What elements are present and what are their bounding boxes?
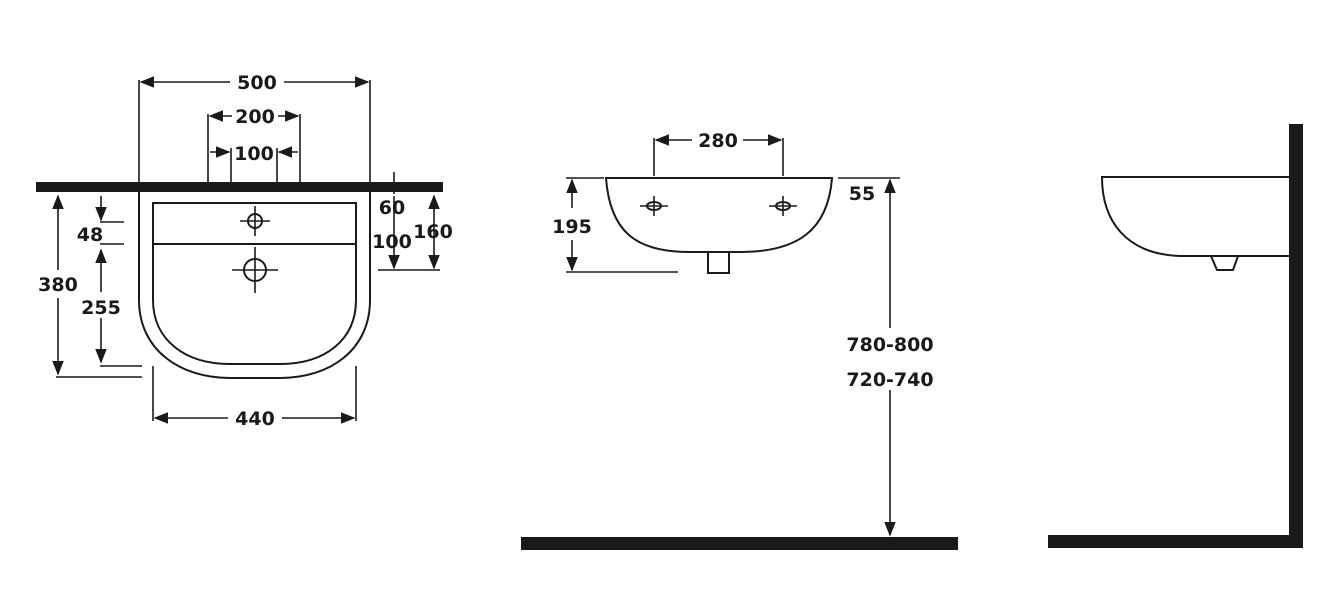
dim-60-label: 60: [379, 197, 405, 219]
side-floor-bar: [1048, 535, 1303, 548]
bracket-symbol-right: [769, 196, 797, 216]
dim-200-label: 200: [235, 106, 275, 128]
dim-55-label: 55: [849, 183, 875, 205]
plan-bowl-inner: [152, 202, 357, 365]
plan-wall-bar: [36, 182, 443, 192]
dim-48-label: 48: [77, 224, 103, 246]
plan-basin-outline: [138, 192, 371, 379]
dim-100-label: 100: [234, 143, 274, 165]
dim-160-label: 160: [413, 221, 453, 243]
plan-view: 500 200 100: [36, 72, 453, 430]
dim-255-label: 255: [81, 297, 121, 319]
side-elevation: [1048, 124, 1303, 548]
dim-380-label: 380: [38, 274, 78, 296]
bracket-symbol-left: [640, 196, 668, 216]
dim-440-label: 440: [235, 408, 275, 430]
waste-hole-symbol: [232, 247, 278, 293]
front-waste-stub: [707, 252, 730, 274]
dim-280-label: 280: [698, 130, 738, 152]
dim-height-label-1: 780-800: [846, 334, 933, 356]
dim-500-label: 500: [237, 72, 277, 94]
side-wall-bar: [1289, 124, 1303, 548]
dim-195-label: 195: [552, 216, 592, 238]
side-basin-profile: [1100, 176, 1289, 257]
dim-height-label-2: 720-740: [846, 369, 933, 391]
front-floor-bar: [521, 537, 958, 550]
front-basin-outline: [604, 177, 834, 253]
tap-hole-symbol: [240, 206, 270, 236]
side-waste-stub: [1210, 255, 1239, 271]
front-elevation: 280 195 55 780-800 720-740: [521, 130, 958, 550]
dim-100-side-label: 100: [372, 231, 412, 253]
